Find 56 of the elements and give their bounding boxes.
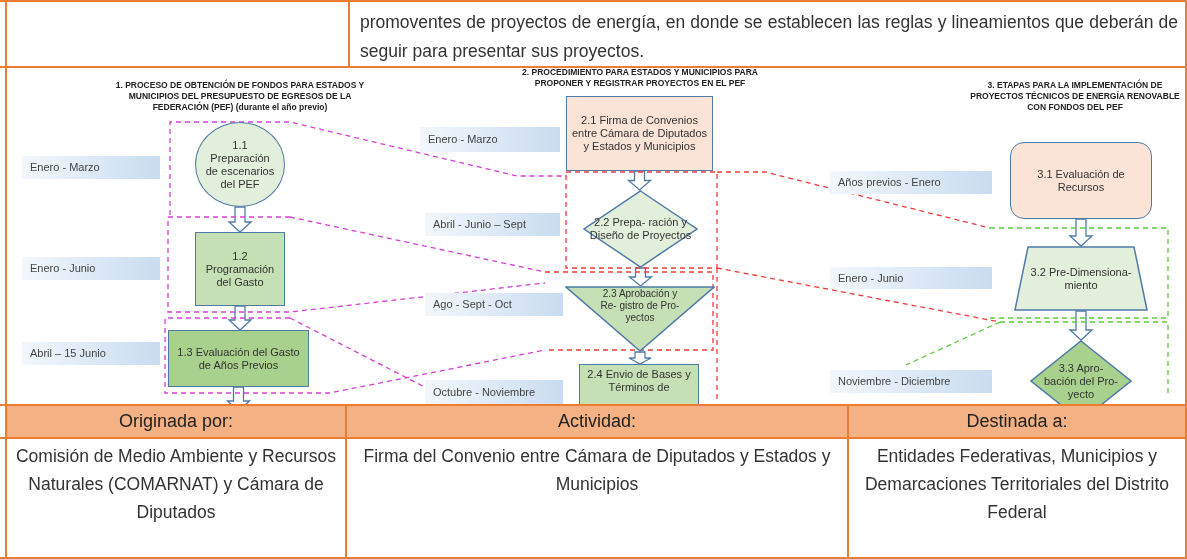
node-label: 2.4 Envio de Bases y Términos de: [586, 367, 692, 394]
time-period-bar: [830, 267, 992, 289]
section-heading: 1. PROCESO DE OBTENCIÓN DE FONDOS PARA ESTADOS Y MUNICIPIOS DEL PRESUPUESTO DE EGRESOS DE LA FEDERACIÓN (PEF) (durante el año previo): [114, 80, 366, 113]
process-box: [1010, 142, 1152, 219]
node-label: Enero - Junio: [29, 262, 97, 275]
time-period-bar: [425, 293, 563, 316]
process-box: [566, 96, 713, 171]
time-period-bar: [22, 257, 160, 280]
table-cell-text: Entidades Federativas, Municipios y Demarcaciones Territoriales del Distrito Federal: [863, 445, 1171, 524]
node-label: 3.3 Apro- bación del Pro- yecto: [1043, 361, 1119, 401]
time-period-bar: [22, 156, 160, 179]
node-label: Abril - Junio – Sept: [432, 218, 527, 231]
block-arrow: [1068, 218, 1094, 247]
node-label: 1.3 Evaluación del Gasto de Años Previos: [176, 345, 301, 372]
paragraph-text: promoventes de proyectos de energía, en donde se establecen las reglas y lineamientos que deberán de seguir para presentar sus proyectos.: [360, 11, 1178, 63]
node-label: 1.2 Programación del Gasto: [204, 249, 276, 289]
section-heading: 3. ETAPAS PARA LA IMPLEMENTACIÓN DE PROYECTOS TÉCNICOS DE ENERGÍA RENOVABLE CON FONDOS DEL PEF: [969, 80, 1181, 113]
triangle-shape: [565, 286, 715, 352]
node-label: 2.1 Firma de Convenios entre Cámara de Diputados y Estados y Municipios: [570, 114, 709, 153]
block-arrow: [227, 206, 253, 233]
node-label: Abril – 15 Junio: [29, 347, 107, 360]
section-heading: 2. PROCEDIMIENTO PARA ESTADOS Y MUNICIPIOS PARA PROPONER Y REGISTRAR PROYECTOS EN EL PEF: [521, 68, 759, 89]
table-cell-text: Comisión de Medio Ambiente y Recursos Naturales (COMARNAT) y Cámara de Diputados: [15, 445, 337, 524]
time-period-bar: [830, 171, 992, 194]
time-period-bar: [425, 380, 563, 404]
table-cell-text: Firma del Convenio entre Cámara de Diputados y Estados y Municipios: [362, 445, 832, 496]
node-label: Enero - Marzo: [29, 161, 101, 174]
node-label: 2.2 Prepa- ración y Diseño de Proyectos: [588, 216, 693, 242]
node-label: Años previos - Enero: [837, 176, 942, 189]
block-arrow: [627, 267, 654, 287]
column-header: Actividad:: [347, 406, 847, 437]
time-period-bar: [830, 370, 992, 393]
column-header: Destinada a:: [849, 406, 1185, 437]
node-label: 2.3 Aprobación y Re- gistro de Pro- yectos: [599, 287, 681, 324]
node-label: 1.1 Preparación de escenarios del PEF: [204, 138, 276, 191]
decision-diamond: [583, 190, 698, 268]
block-arrow: [1068, 310, 1094, 341]
block-arrow: [225, 386, 252, 404]
block-arrow: [626, 170, 653, 191]
node-label: 3.2 Pre-Dimensiona- miento: [1029, 265, 1133, 292]
node-label: Ago - Sept - Oct: [432, 298, 513, 311]
time-period-bar: [425, 213, 560, 236]
trapezoid-shape: [1014, 246, 1148, 311]
block-arrow: [227, 305, 253, 331]
process-box: [168, 330, 309, 387]
process-box: [195, 232, 285, 306]
block-arrow: [628, 351, 652, 365]
decision-diamond: [1030, 340, 1132, 404]
time-period-bar: [22, 342, 160, 365]
time-period-bar: [420, 127, 560, 152]
column-header: Originada por:: [7, 406, 345, 437]
node-label: Octubre - Noviembre: [432, 385, 537, 399]
node-label: Enero - Junio: [837, 271, 905, 285]
node-label: Enero - Marzo: [427, 133, 499, 146]
node-label: 3.1 Evaluación de Recursos: [1036, 167, 1126, 194]
node-label: Noviembre - Diciembre: [837, 375, 952, 388]
